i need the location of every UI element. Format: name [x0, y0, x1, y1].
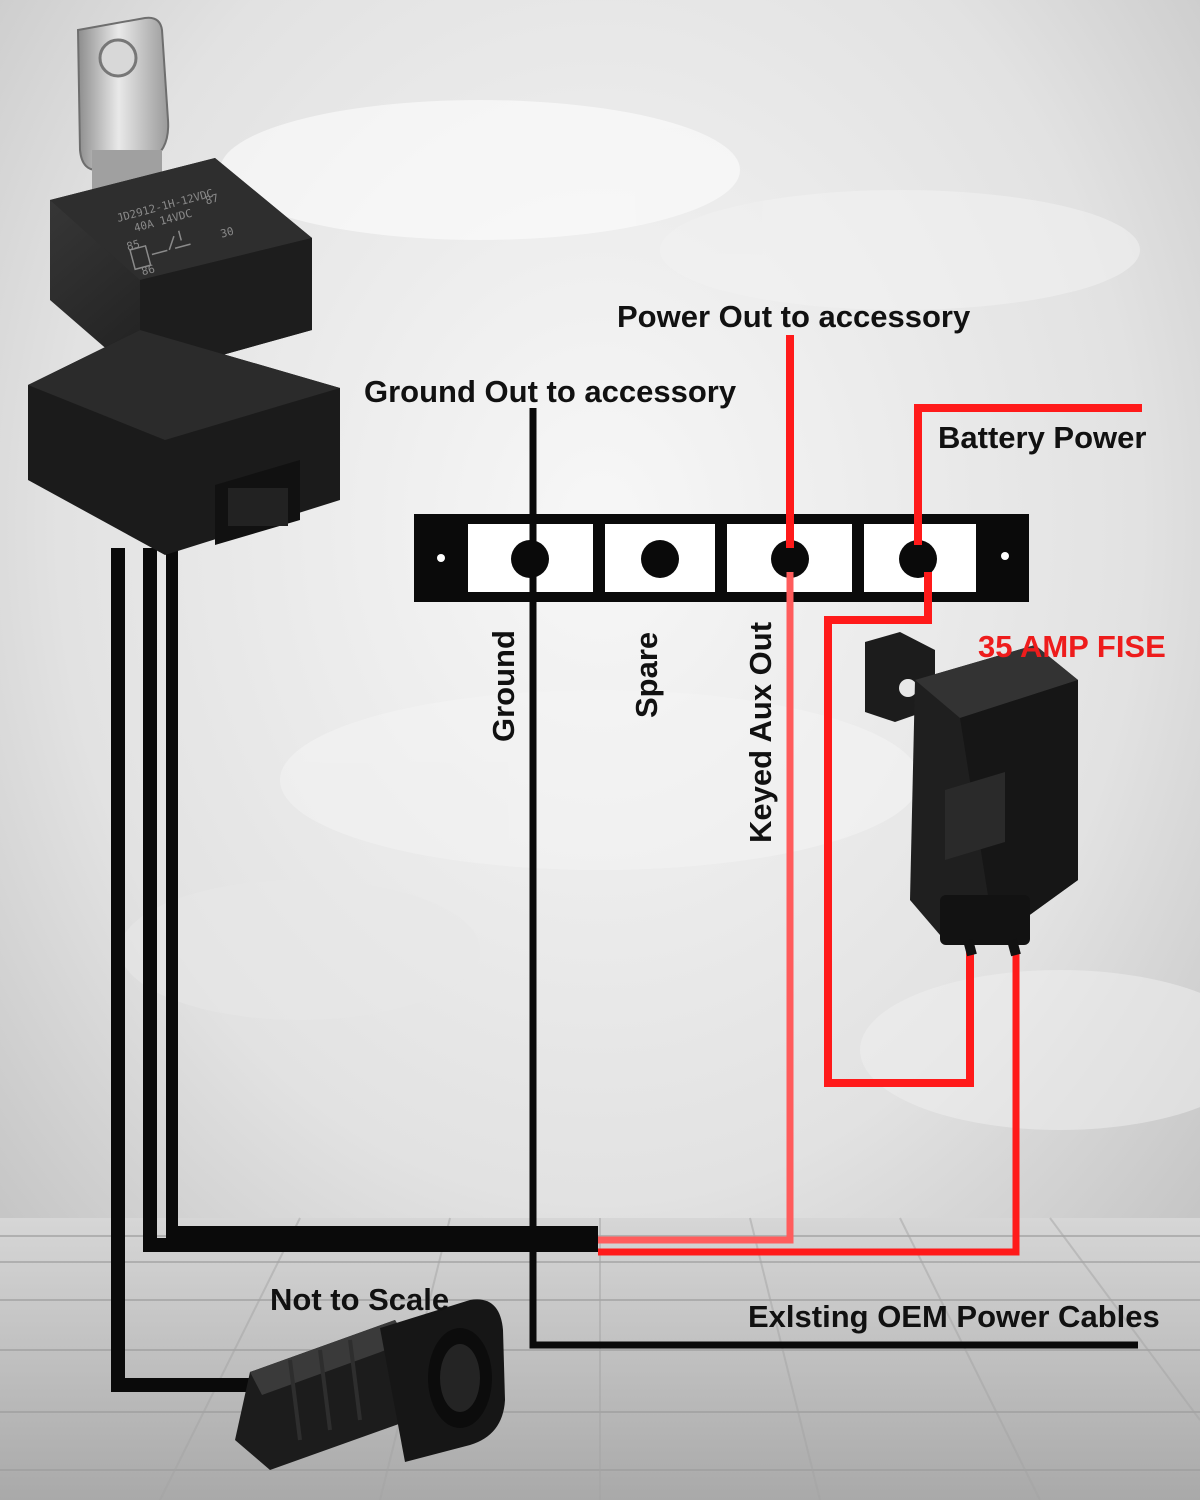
relay-wire-third: [166, 548, 598, 1238]
relay-pin-87: 87: [204, 191, 220, 207]
mount-hole-right: [1001, 552, 1009, 560]
relay-wire-inner: [143, 548, 598, 1252]
terminal-block-icon: [414, 514, 1029, 602]
label-terminal-spare: Spare: [629, 632, 664, 718]
label-ground-out: Ground Out to accessory: [364, 374, 737, 409]
relay-pin-30: 30: [219, 225, 235, 241]
background-smoke: [120, 100, 1200, 1130]
floor: [0, 1217, 1200, 1500]
terminal-battery-screw: [899, 540, 937, 578]
relay-schematic-icon: [129, 230, 191, 271]
label-terminal-keyed-aux: Keyed Aux Out: [743, 622, 778, 843]
mount-hole-left: [437, 554, 445, 562]
label-fuse-rating: 35 AMP FISE: [978, 629, 1166, 664]
terminal-spare-screw: [641, 540, 679, 578]
label-power-out: Power Out to accessory: [617, 299, 971, 334]
relay-wire-outer: [111, 548, 255, 1392]
label-not-to-scale: Not to Scale: [270, 1282, 449, 1317]
fuse-loop-wire: [824, 575, 974, 1087]
label-terminal-ground: Ground: [486, 630, 521, 742]
relay-icon: JD2912-1H-12VDC 40A 14VDC 85 87 86 30: [28, 16, 340, 555]
connector-plug-icon: [235, 1299, 505, 1470]
fuse-holder-icon: [865, 632, 1078, 957]
terminal-keyed-screw: [771, 540, 809, 578]
oem-red-wire: [598, 948, 1020, 1256]
label-battery-power: Battery Power: [938, 420, 1146, 455]
keyed-aux-wire: [598, 570, 794, 1244]
label-existing-oem: Exlsting OEM Power Cables: [748, 1299, 1160, 1334]
battery-wire: [914, 404, 1142, 550]
relay-pin-85: 85: [125, 237, 141, 253]
ground-wire: [529, 408, 1138, 1349]
